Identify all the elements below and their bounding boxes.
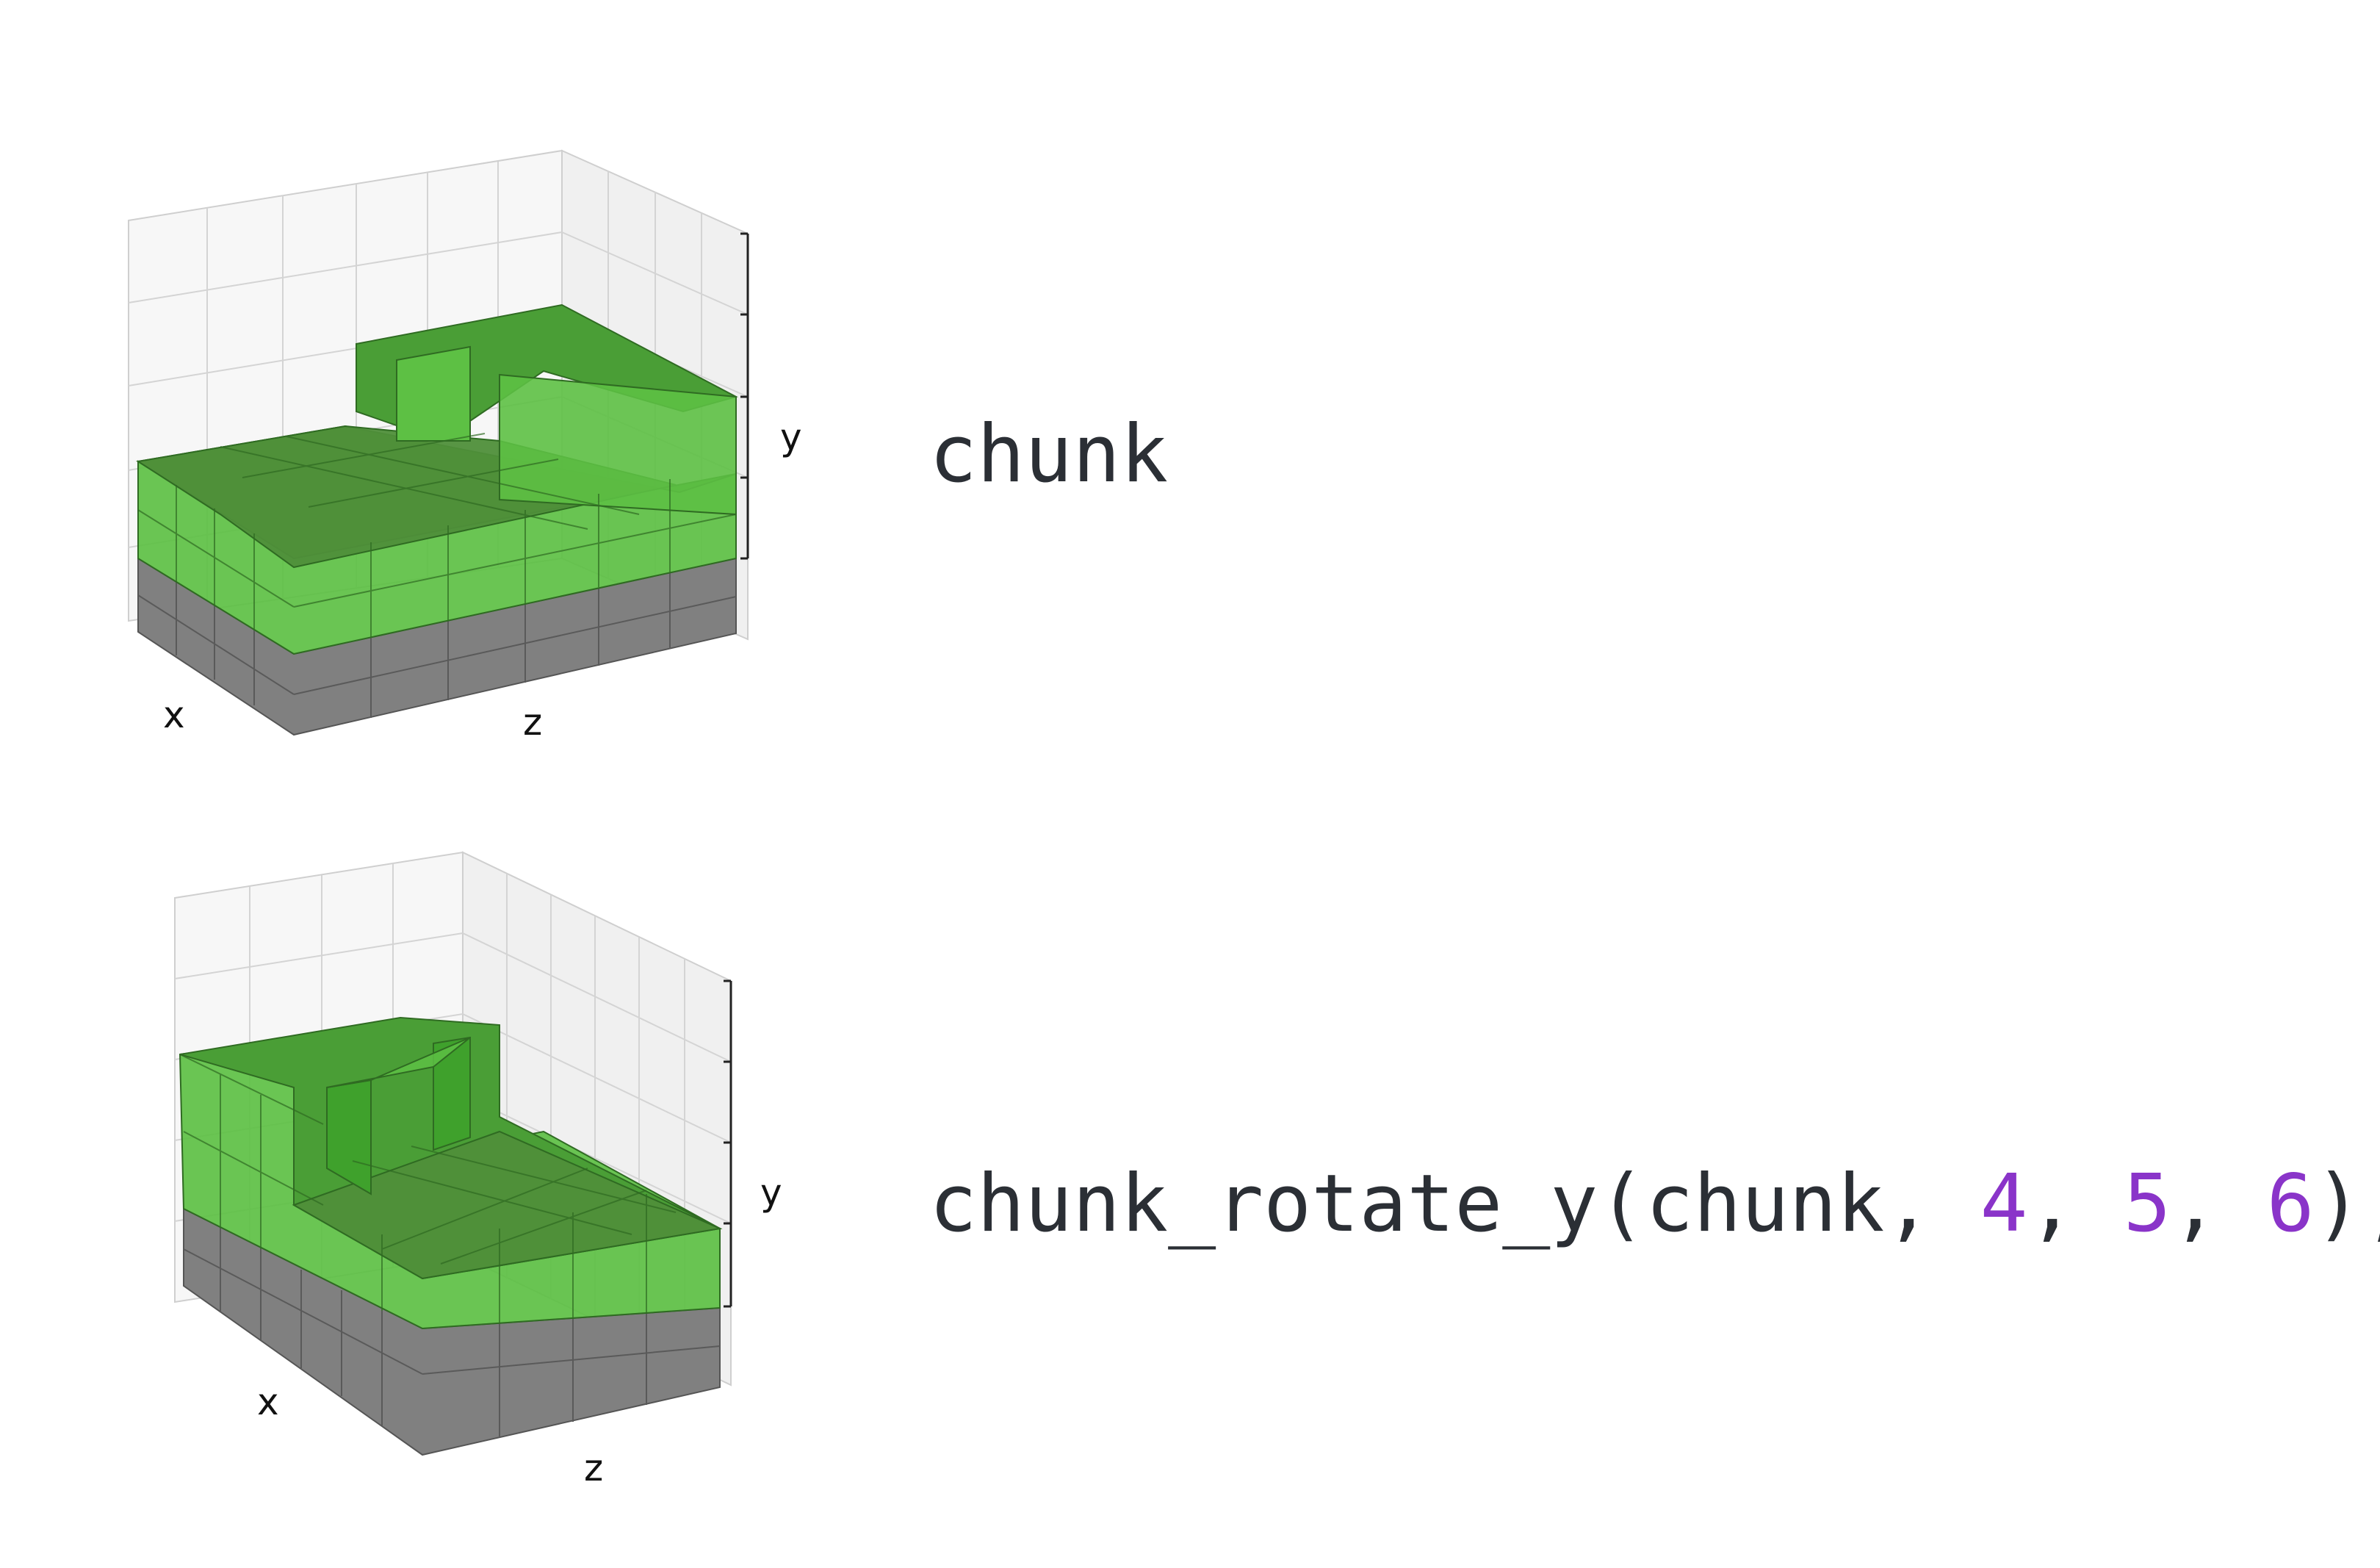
voxel-pillar-side xyxy=(433,1036,471,1151)
panel-2-voxel-plot: x y z xyxy=(174,851,782,1489)
x-axis-label: x xyxy=(257,1381,279,1423)
y-axis-label: y xyxy=(780,416,802,458)
rotate-call-code: chunk_rotate_y(chunk, 4, 5, 6); xyxy=(929,1165,2380,1244)
voxel-upper-front xyxy=(396,345,471,442)
code-separator-1: , xyxy=(2027,1158,2124,1250)
voxel-notch xyxy=(326,1037,471,1088)
code-separator-2: , xyxy=(2171,1158,2267,1250)
code-end: ); xyxy=(2314,1158,2380,1250)
z-axis-label: z xyxy=(584,1447,603,1489)
code-arg-4: 4 xyxy=(1980,1158,2028,1250)
panel-1-voxel-plot: x y z xyxy=(128,149,802,744)
x-axis-label: x xyxy=(163,694,185,736)
z-axis-label: z xyxy=(523,701,542,744)
code-arg-5: 5 xyxy=(2123,1158,2171,1250)
code-arg-6: 6 xyxy=(2266,1158,2315,1250)
y-axis-label: y xyxy=(760,1171,782,1214)
code-function: chunk_rotate_y(chunk, xyxy=(929,1158,1980,1250)
voxel-upper-side xyxy=(499,373,737,516)
chunk-caption: chunk xyxy=(929,409,1169,500)
